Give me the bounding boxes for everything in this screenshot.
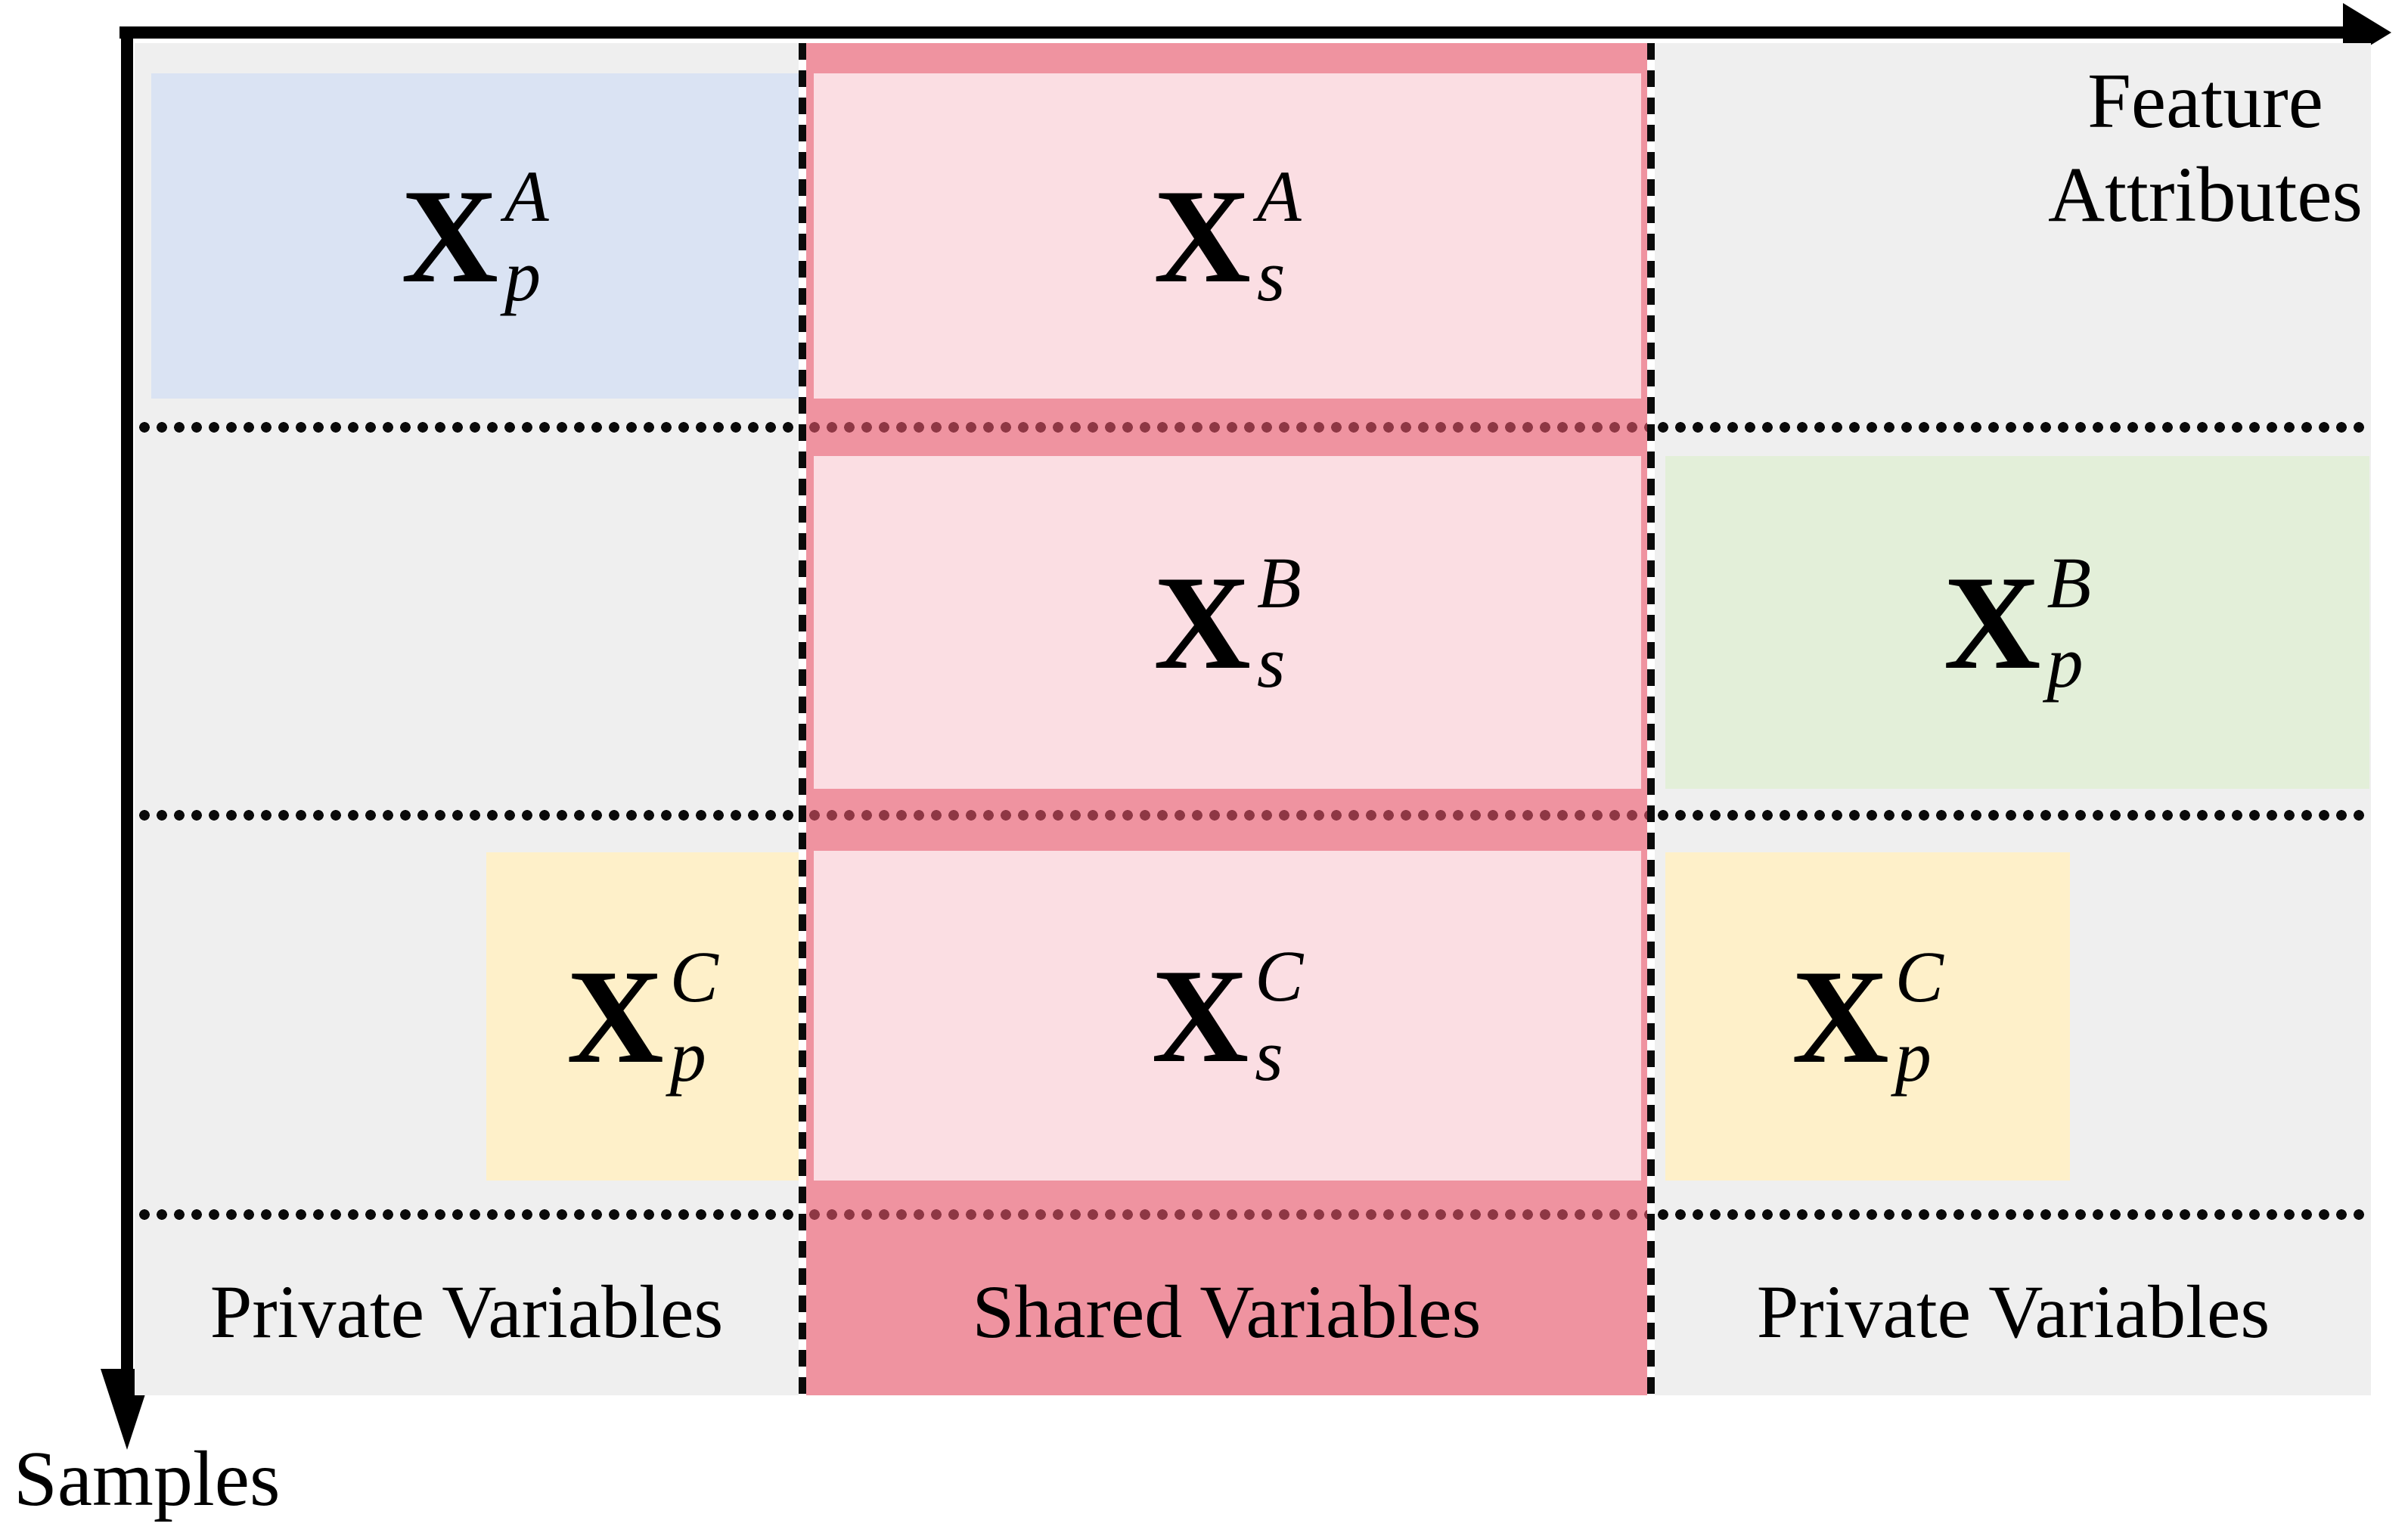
row-separator-1-middle — [806, 422, 1647, 433]
symbol-subscript: s — [1256, 622, 1286, 703]
symbol-subscript: s — [1256, 235, 1286, 316]
symbol-subscript: p — [504, 235, 541, 316]
symbol-base: X — [1153, 161, 1251, 311]
block-xs-c: X C s — [814, 851, 1641, 1181]
shared-column-divider-left — [799, 43, 806, 1395]
row-separator-2-left — [136, 810, 799, 821]
symbol-superscript: C — [1255, 936, 1304, 1017]
symbol-base: X — [1151, 941, 1249, 1091]
matrix-symbol-xs-a: X A s — [1153, 156, 1302, 316]
symbol-subscript: p — [1894, 1016, 1932, 1097]
x-axis-label-line1: Feature — [2087, 57, 2323, 144]
block-xp-b: X B p — [1665, 456, 2369, 789]
matrix-symbol-xp-c-left: X C p — [566, 936, 718, 1097]
row-separator-3-middle — [806, 1209, 1647, 1220]
block-xp-c-right: X C p — [1665, 852, 2070, 1181]
block-xp-a: X A p — [151, 73, 799, 399]
symbol-superscript: A — [504, 156, 549, 237]
row-separator-2-right — [1655, 810, 2371, 821]
footer-label-private-left: Private Variables — [209, 1270, 724, 1354]
matrix-symbol-xs-b: X B s — [1153, 542, 1302, 703]
symbol-base: X — [1153, 548, 1251, 697]
symbol-superscript: C — [669, 936, 718, 1018]
row-separator-1-right — [1655, 422, 2371, 433]
symbol-subscript: p — [2046, 622, 2084, 703]
row-separator-1-left — [136, 422, 799, 433]
row-separator-3-left — [136, 1209, 799, 1220]
matrix-symbol-xp-b: X B p — [1943, 542, 2092, 703]
matrix-symbol-xp-c-right: X C p — [1792, 936, 1944, 1097]
matrix-symbol-xs-c: X C s — [1151, 936, 1304, 1096]
shared-column-divider-right — [1647, 43, 1655, 1395]
x-axis-line — [119, 26, 2346, 39]
row-separator-2-middle — [806, 810, 1647, 821]
footer-label-private-right: Private Variables — [1756, 1270, 2270, 1354]
x-axis-label: Feature Attributes — [1978, 54, 2408, 242]
footer-label-shared: Shared Variables — [972, 1270, 1482, 1354]
symbol-superscript: A — [1256, 156, 1302, 237]
symbol-subscript: s — [1255, 1015, 1283, 1096]
y-axis-label: Samples — [14, 1435, 281, 1522]
symbol-base: X — [1943, 548, 2041, 697]
matrix-symbol-xp-a: X A p — [401, 156, 549, 316]
symbol-superscript: C — [1894, 936, 1944, 1018]
symbol-subscript: p — [669, 1016, 706, 1097]
block-xs-b: X B s — [814, 456, 1641, 789]
symbol-base: X — [401, 161, 498, 311]
y-axis-line — [121, 26, 133, 1373]
row-separator-3-right — [1655, 1209, 2371, 1220]
symbol-superscript: B — [1256, 542, 1302, 624]
symbol-base: X — [566, 942, 664, 1091]
symbol-base: X — [1792, 942, 1889, 1091]
block-xp-c-left: X C p — [486, 852, 799, 1181]
x-axis-label-line2: Attributes — [2048, 150, 2363, 238]
symbol-superscript: B — [2046, 542, 2092, 624]
block-xs-a: X A s — [814, 73, 1641, 399]
